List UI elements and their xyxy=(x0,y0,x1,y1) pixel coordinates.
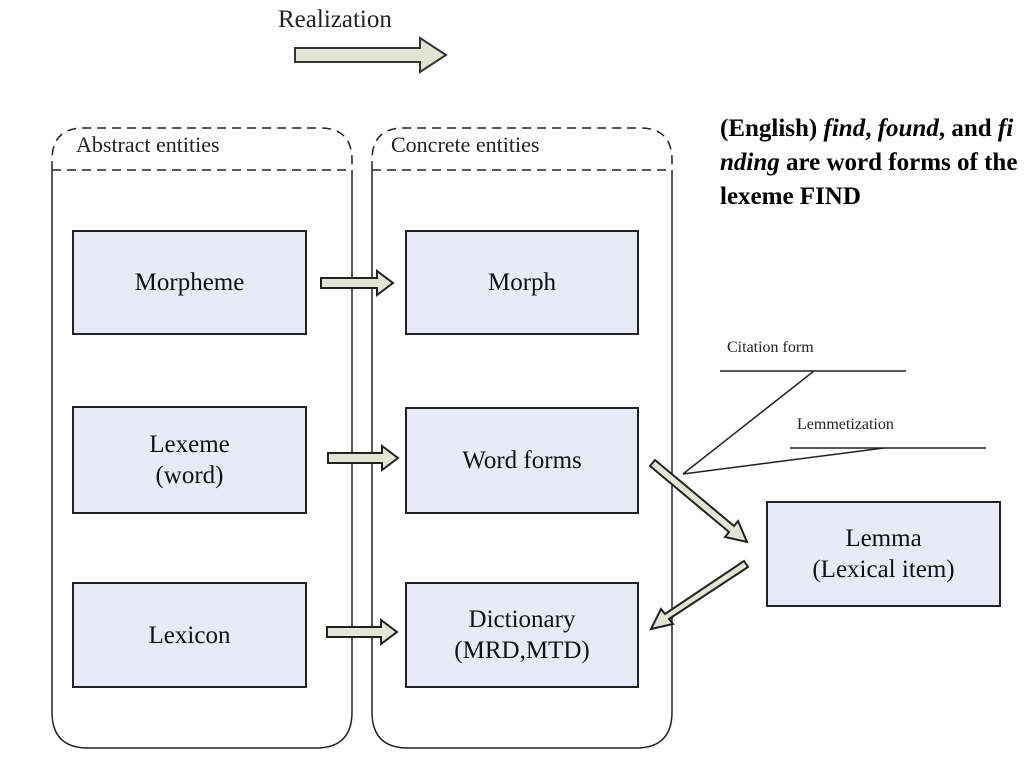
realization-label: Realization xyxy=(278,6,392,33)
abstract-entities-title: Abstract entities xyxy=(72,132,224,158)
lemmatization-label: Lemmetization xyxy=(797,416,894,433)
morph-label: Morph xyxy=(487,269,557,296)
lexicon-to-dictionary-arrow xyxy=(326,618,399,646)
concrete-entities-cap xyxy=(371,127,673,170)
concrete-entities-title: Concrete entities xyxy=(387,132,544,158)
lexeme-label: Lexeme(word) xyxy=(149,431,230,489)
abstract-entities-group xyxy=(51,170,353,749)
lexeme-box xyxy=(72,406,307,514)
word-forms-label: Word forms xyxy=(462,447,582,474)
realization-arrow xyxy=(294,36,448,74)
dictionary-label: Dictionary(MRD,MTD) xyxy=(454,606,590,664)
abstract-entities-cap xyxy=(51,127,353,170)
lemma-to-dictionary-arrow xyxy=(649,559,750,631)
dictionary-box xyxy=(405,582,639,688)
morph-box xyxy=(405,230,639,335)
morpheme-to-morph-arrow xyxy=(320,269,395,297)
lexeme-to-word-forms-arrow xyxy=(327,444,400,472)
note-text: (English) find, found, and finding are w… xyxy=(720,115,1018,210)
morpheme-label: Morpheme xyxy=(134,269,245,296)
word-forms-box xyxy=(405,407,639,514)
lemma-box xyxy=(766,501,1001,607)
concrete-entities-group xyxy=(371,170,673,749)
lemmatization-leader xyxy=(682,447,885,475)
citation-form-label: Citation form xyxy=(727,339,814,356)
word-forms-to-lemma-arrow xyxy=(648,458,749,544)
morpheme-box xyxy=(72,230,307,335)
lemma-label: Lemma(Lexical item) xyxy=(812,525,955,583)
lexicon-label: Lexicon xyxy=(148,621,231,649)
lexicon-box xyxy=(72,582,307,688)
citation-form-leader xyxy=(682,370,815,475)
